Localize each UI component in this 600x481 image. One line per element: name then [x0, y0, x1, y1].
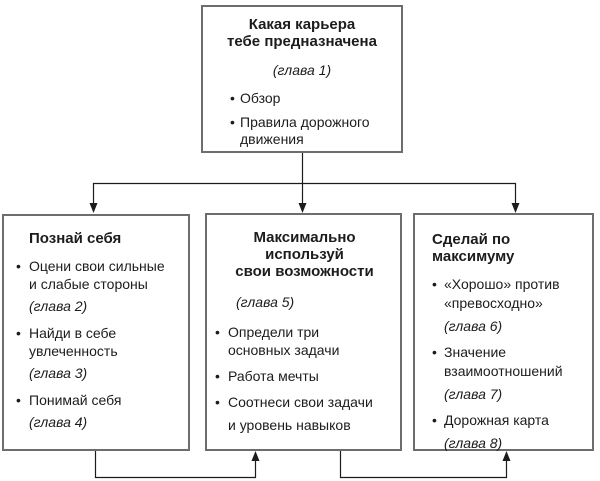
bullet-text: Понимай себя (глава 4) [29, 391, 184, 431]
bullet-line: основных задачи [228, 342, 340, 358]
bullet-text: Оцени свои сильные и слабые стороны (гла… [29, 257, 184, 315]
connector-top-split [92, 182, 517, 206]
arrowhead-down-left-icon [89, 203, 98, 213]
node-title: Познай себя [29, 230, 122, 247]
bullet-list: • Обзор • Правила дорожного движения [203, 90, 401, 149]
bullet-text: Правила дорожного движения [240, 114, 393, 149]
list-item: • Работа мечты [215, 367, 394, 385]
node-do-your-best: Сделай по максимуму • «Хорошо» против «п… [413, 213, 594, 451]
bullet-text: Найди в себе увлеченность (глава 3) [29, 324, 184, 382]
bullet-text: Определи три основных задачи [228, 323, 394, 359]
node-maximize-opportunities: Максимально используй свои возможности (… [205, 213, 402, 451]
list-item: • Дорожная карта (глава 8) [432, 411, 588, 453]
bullet-line: Определи три [228, 324, 320, 340]
list-item: • Найди в себе увлеченность (глава 3) [16, 324, 184, 382]
bullet-icon: • [16, 325, 21, 341]
chapter-label: (глава 7) [444, 386, 503, 402]
bullet-icon: • [16, 392, 21, 408]
list-item: • Обзор [230, 90, 393, 108]
chapter-label: (глава 3) [29, 365, 88, 381]
chapter-label: (глава 8) [444, 435, 503, 451]
title-line: свои возможности [235, 263, 374, 280]
bullet-text: Значение взаимоотношений (глава 7) [444, 343, 588, 404]
chapter-label: (глава 4) [29, 414, 88, 430]
bullet-icon: • [215, 394, 220, 410]
bullet-text: Работа мечты [228, 367, 394, 385]
list-item: • «Хорошо» против «превосходно» (глава 6… [432, 275, 588, 336]
bullet-line: «Хорошо» против [444, 276, 560, 292]
chapter-label: (глава 6) [444, 318, 503, 334]
bullet-icon: • [432, 276, 437, 292]
bullet-icon: • [215, 324, 220, 340]
chapter-label: (глава 1) [272, 62, 332, 78]
node-title: Сделай по максимуму [432, 231, 515, 265]
bullet-line: Оцени свои сильные [29, 258, 165, 274]
bullet-icon: • [432, 412, 437, 428]
bullet-line: и уровень навыков [228, 417, 351, 433]
bullet-text: Дорожная карта (глава 8) [444, 411, 588, 453]
list-item: • Значение взаимоотношений (глава 7) [432, 343, 588, 404]
bullet-line: движения [240, 131, 304, 147]
bullet-line: Найди в себе [29, 325, 117, 341]
bullet-line: Обзор [240, 90, 281, 106]
node-title: Какая карьера тебе предназначена [203, 16, 401, 50]
chapter-label: (глава 2) [29, 298, 88, 314]
bullet-line: «превосходно» [444, 295, 543, 311]
bullet-icon: • [215, 368, 220, 384]
title-line: Максимально используй [253, 229, 356, 263]
bullet-text: Обзор [240, 90, 393, 108]
bullet-icon: • [16, 258, 21, 274]
bullet-text: «Хорошо» против «превосходно» (глава 6) [444, 275, 588, 336]
bullet-line: Работа мечты [228, 368, 319, 384]
arrowhead-up-right-icon [502, 451, 511, 461]
bullet-icon: • [432, 344, 437, 360]
bullet-line: Понимай себя [29, 392, 122, 408]
chapter-label: (глава 5) [236, 294, 295, 310]
arrowhead-up-middle-icon [251, 451, 260, 461]
bullet-line: и слабые стороны [29, 276, 148, 292]
bullet-line: Соотнеси свои задачи [228, 394, 373, 410]
title-line: тебе предназначена [227, 33, 377, 50]
list-item: • Оцени свои сильные и слабые стороны (г… [16, 257, 184, 315]
bullet-icon: • [230, 90, 235, 106]
list-item: • Определи три основных задачи [215, 323, 394, 359]
arrowhead-down-middle-icon [298, 203, 307, 213]
title-line: Какая карьера [248, 16, 356, 33]
bullet-line: взаимоотношений [444, 363, 563, 379]
node-know-yourself: Познай себя • Оцени свои сильные и слабы… [2, 214, 190, 451]
bullet-line: увлеченность [29, 343, 118, 359]
bullet-icon: • [230, 113, 235, 130]
bullet-line: Значение [444, 344, 507, 360]
list-item: • Правила дорожного движения [230, 114, 393, 149]
bullet-text: Соотнеси свои задачи и уровень навыков [228, 393, 394, 434]
bullet-line: Дорожная карта [444, 412, 549, 428]
bullet-line: Правила дорожного [240, 113, 370, 130]
connector-left-to-middle-loop [94, 451, 257, 479]
node-which-career: Какая карьера тебе предназначена (глава … [201, 5, 403, 153]
arrowhead-down-right-icon [511, 203, 520, 213]
list-item: • Соотнеси свои задачи и уровень навыков [215, 393, 394, 434]
list-item: • Понимай себя (глава 4) [16, 391, 184, 431]
connector-middle-to-right-loop [339, 451, 508, 479]
node-title: Максимально используй свои возможности [215, 229, 394, 280]
